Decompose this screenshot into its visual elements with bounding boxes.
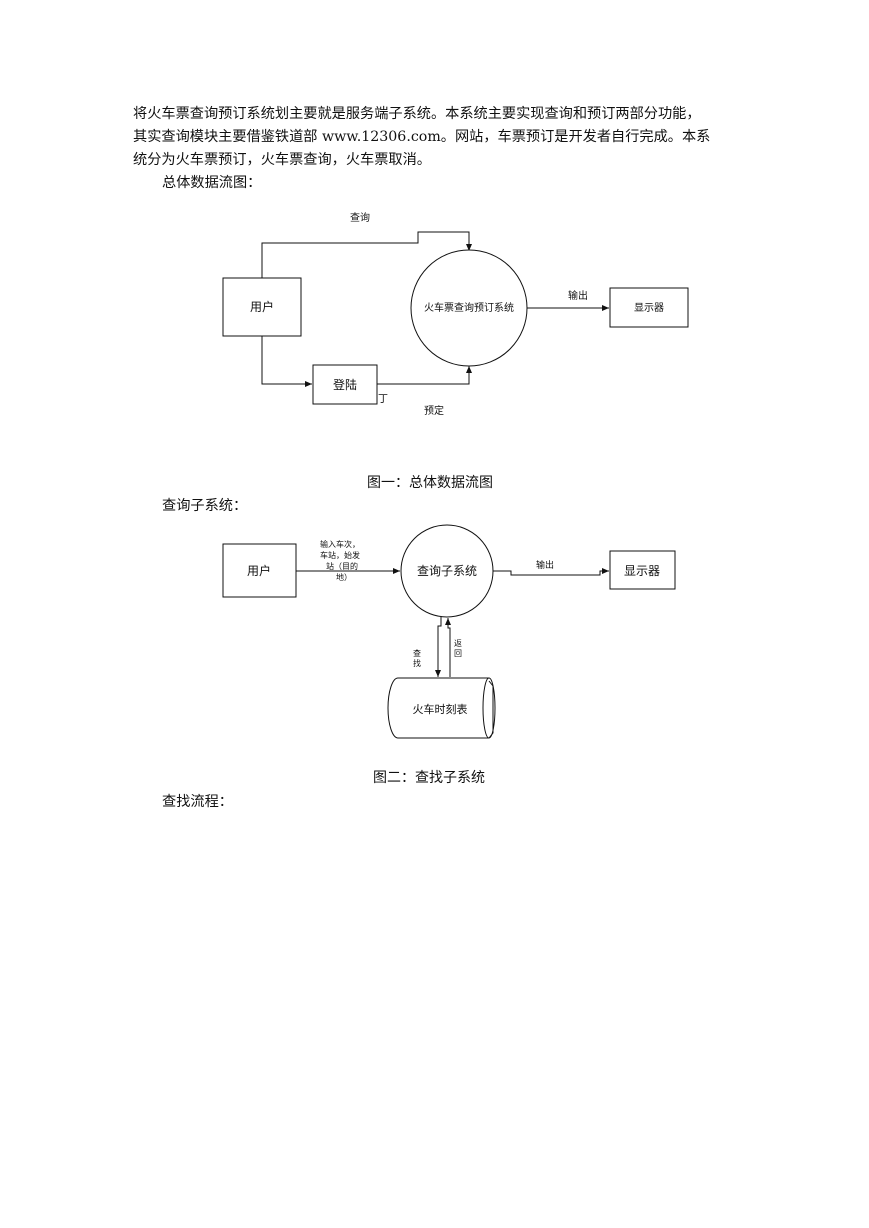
edge-reserve-line xyxy=(377,366,472,385)
edge-query-line xyxy=(261,231,472,278)
edge-return-line xyxy=(445,618,451,677)
timetable-datastore-label: 火车时刻表 xyxy=(413,702,468,716)
edge-reserve-label: 预定 xyxy=(424,404,444,417)
intro-line-3: 统分为火车票预订，火车票查询，火车票取消。 xyxy=(133,152,431,168)
intro-line-2: 其实查询模块主要借鉴铁道部 www.12306.com。网站，车票预订是开发者自… xyxy=(133,129,711,145)
edge-input-label-2: 车站，始发 xyxy=(320,550,360,560)
edge-find-label-2: 找 xyxy=(413,658,421,668)
edge-query-label: 查询 xyxy=(350,211,370,224)
edge-return-label-1: 返 xyxy=(454,639,462,648)
figure-caption-1: 图一：总体数据流图 xyxy=(367,475,493,491)
figure-caption-2: 图二：查找子系统 xyxy=(373,770,485,786)
user-entity-label-2: 用户 xyxy=(247,563,271,578)
edge-output-label-2: 输出 xyxy=(536,559,554,571)
user-entity-box-2 xyxy=(222,543,297,598)
edge-input-label-1: 输入车次， xyxy=(320,539,360,549)
display-entity-label: 显示器 xyxy=(634,302,664,314)
edge-return-label-2: 回 xyxy=(454,649,462,658)
edge-input-label-3: 站（目的 xyxy=(326,561,358,571)
login-process-box xyxy=(312,364,378,405)
section-heading-overall-dfd: 总体数据流图： xyxy=(162,175,262,191)
section-heading-query-subsystem: 查询子系统： xyxy=(162,498,248,514)
stray-mark: 丁 xyxy=(378,394,388,405)
edge-user-login xyxy=(261,336,312,387)
display-entity-label-2: 显示器 xyxy=(624,564,660,578)
user-entity-label: 用户 xyxy=(250,299,274,314)
edge-find-label-1: 查 xyxy=(413,648,421,658)
system-process-label: 火车票查询预订系统 xyxy=(424,301,514,314)
edge-input-label-4: 地） xyxy=(336,572,352,582)
edge-output-label: 输出 xyxy=(568,289,588,302)
timetable-datastore-edge xyxy=(482,677,490,739)
edge-output-line-2 xyxy=(493,568,609,576)
login-process-label: 登陆 xyxy=(333,377,357,392)
edge-find-line xyxy=(435,617,442,677)
intro-line-1: 将火车票查询预订系统划主要就是服务端子系统。本系统主要实现查询和预订两部分功能， xyxy=(133,106,701,122)
user-entity-box xyxy=(222,277,302,337)
display-entity-box xyxy=(609,287,689,328)
timetable-datastore-rim xyxy=(488,680,494,739)
query-subsystem-label: 查询子系统 xyxy=(417,564,477,578)
section-heading-find-flow: 查找流程： xyxy=(162,794,233,810)
display-entity-box-2 xyxy=(609,550,676,590)
